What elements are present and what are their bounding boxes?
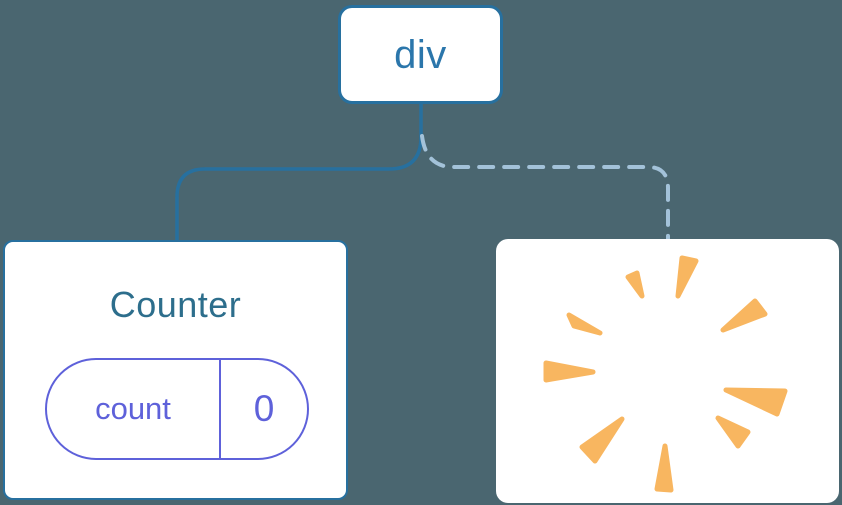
dom-node-label: div: [394, 32, 447, 77]
component-title: Counter: [109, 284, 242, 325]
state-key-label: count: [95, 391, 171, 426]
removed-component-card: [496, 239, 839, 503]
counter-component-card: Counter count 0: [3, 240, 348, 500]
state-pill-divider: [219, 360, 221, 458]
state-pill: count 0: [45, 358, 309, 460]
dashed-link-line: [420, 134, 670, 243]
solid-link-line: [175, 103, 423, 242]
state-value: 0: [253, 388, 275, 429]
dom-node-div: div: [338, 5, 503, 104]
poof-icon: [543, 255, 788, 493]
